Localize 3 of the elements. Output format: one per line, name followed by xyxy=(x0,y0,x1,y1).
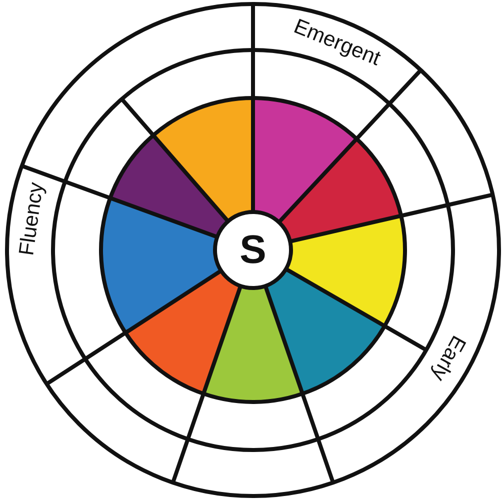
center-letter: S xyxy=(240,230,266,270)
ring-label: Fluency xyxy=(15,180,48,257)
ring-label: Early xyxy=(426,332,470,385)
